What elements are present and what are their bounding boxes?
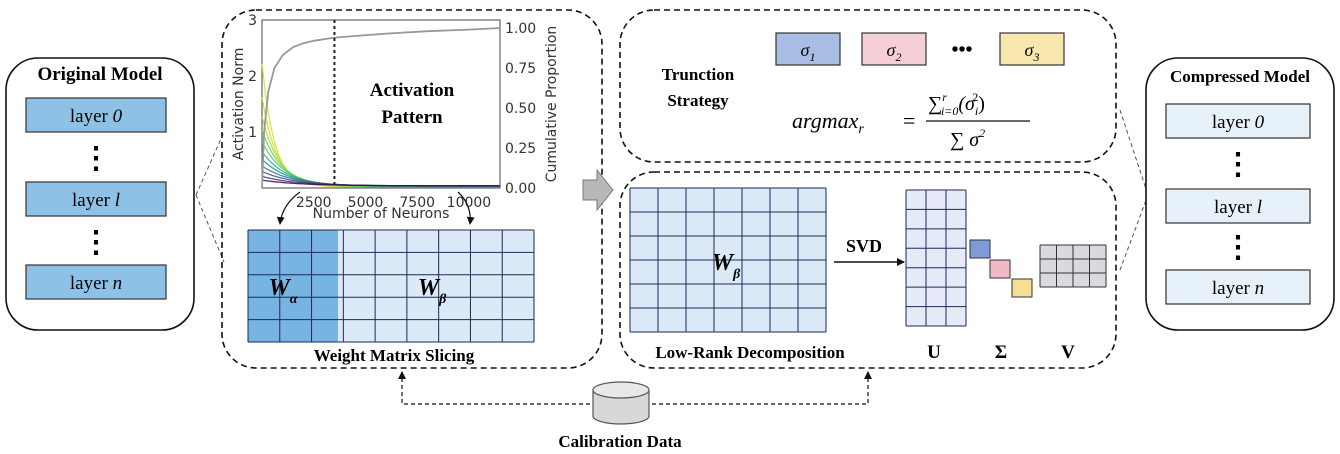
svg-text:σ2: σ2 [887,40,902,64]
svg-text:layer 0: layer 0 [1212,112,1265,133]
truncation-title-2: Strategy [667,91,729,110]
original-layer-n: layer n [25,264,167,300]
chart-y2-tick-label: 0.25 [505,141,536,157]
original-ellipsis-2: ⋮ [81,226,111,259]
chart-x-tick-label: 2500 [296,195,332,211]
chart-y-tick-label: 3 [248,13,257,29]
original-ellipsis-1: ⋮ [81,142,111,175]
svg-text:layer 0: layer 0 [70,106,123,127]
original-model-title: Original Model [37,64,162,85]
sigma-matrix [969,239,1033,298]
chart-y2-tick-label: 0.75 [505,61,536,77]
w-alpha-region [248,230,338,342]
v-matrix [1039,244,1107,288]
sigma-ellipsis: ••• [951,39,972,61]
svg-text:argmaxr: argmaxr [792,108,864,137]
activation-chart: 2500 5000 7500 10000 3 2 1 1.00 0.75 0.50 0.25 0.00… [231,13,560,222]
original-model-panel: Original Model layer 0 ⋮ layer l ⋮ layer… [5,57,195,331]
truncation-title-1: Trunction [662,65,735,84]
compressed-model-title: Compressed Model [1170,67,1310,86]
chart-y2-tick-label: 0.00 [505,181,536,197]
chart-xlabel: Number of Neurons [313,206,450,222]
zoom-lines-left [195,131,225,263]
cumulative-proportion-series [261,27,501,189]
zoom-lines-right [1119,109,1149,271]
chart-y2label: Cumulative Proportion [544,26,560,183]
truncation-panel: Trunction Strategy σ1 σ2 ••• σ3 argmaxr … [619,9,1117,163]
activation-pattern-title-1: Activation [370,80,455,101]
decomposition-w-beta-matrix: Wβ [629,187,827,333]
weight-matrix-slicing-label: Weight Matrix Slicing [314,346,475,365]
sigma-3-block: σ3 [999,32,1065,66]
original-layer-l: layer l [25,181,167,217]
calibration-data-label: Calibration Data [558,432,682,451]
svg-text:layer n: layer n [1212,278,1264,299]
compressed-layer-n: layer n [1165,269,1311,305]
activation-norm-line [262,179,501,187]
svg-text:layer l: layer l [72,190,120,211]
calibration-flow [398,371,872,405]
chart-y2-tick-label: 1.00 [505,21,536,37]
low-rank-decomposition-label: Low-Rank Decomposition [655,343,845,362]
compressed-layer-0: layer 0 [1165,103,1311,139]
flow-arrow [582,168,614,212]
chart-x-tick-label: 5000 [348,195,384,211]
svg-text:layer n: layer n [70,273,122,294]
database-icon [592,381,650,425]
compressed-ellipsis-2: ⋮ [1223,231,1253,264]
activation-pattern-title-2: Pattern [381,107,443,128]
svg-text:∑ri=0(σi2): ∑ri=0(σi2) [928,90,985,118]
activation-norm-series-group [261,63,501,188]
compressed-layer-l: layer l [1165,188,1311,224]
svg-text:σ3: σ3 [1025,40,1040,64]
chart-x-tick-label: 10000 [447,195,492,211]
weight-matrix: Wα Wβ [247,229,535,343]
chart-y-tick-label: 1 [248,125,257,141]
chart-y2-tick-label: 0.50 [505,101,536,117]
u-label: U [927,342,941,363]
original-layer-0: layer 0 [25,97,167,133]
w-beta-region [338,230,534,342]
w-alpha-label: Wα [268,275,297,307]
chart-ylabel: Activation Norm [231,48,247,161]
svg-text:=: = [903,108,915,133]
chart-ticks: 2500 5000 7500 10000 3 2 1 1.00 0.75 0.50 0.25 0.00 [248,13,536,211]
svg-text:∑ σ2: ∑ σ2 [950,126,985,151]
compressed-model-panel: Compressed Model layer 0 ⋮ layer l ⋮ lay… [1145,57,1335,331]
svg-text:layer l: layer l [1214,197,1262,218]
u-matrix [905,189,967,327]
decomposition-panel [619,171,1117,369]
decomposition-w-beta-label: Wβ [712,250,741,282]
sigma-2-block: σ2 [861,32,927,66]
w-beta-label: Wβ [418,275,447,307]
v-label: V [1061,342,1075,363]
cumulative-proportion-line [261,27,501,189]
svd-label: SVD [846,236,882,256]
compressed-ellipsis-1: ⋮ [1223,148,1253,181]
chart-y-tick-label: 2 [248,69,257,85]
sigma-1-block: σ1 [775,32,841,66]
chart-to-matrix-arrows [276,191,475,225]
svg-text:σ1: σ1 [801,40,816,64]
sigma-label: Σ [995,342,1007,363]
chart-x-tick-label: 7500 [399,195,435,211]
